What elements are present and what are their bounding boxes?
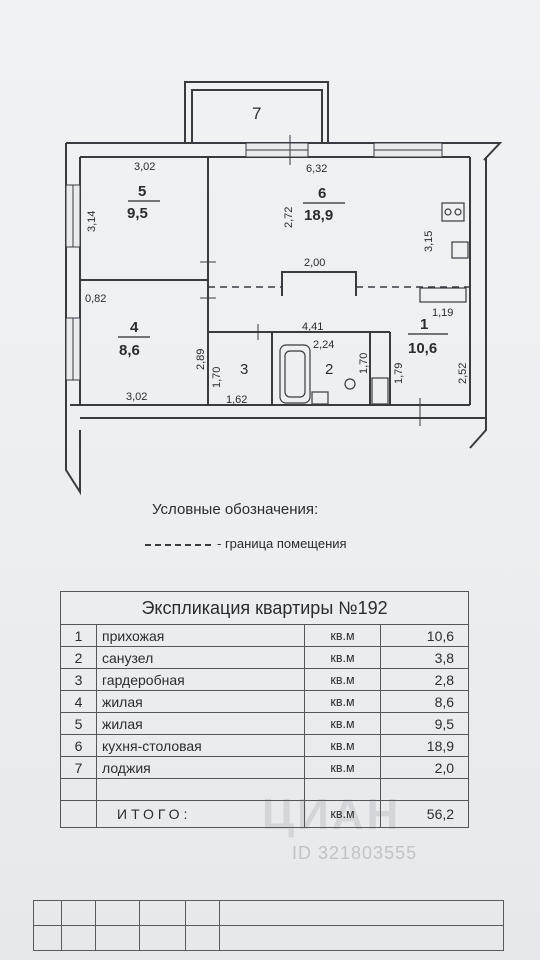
room-6-area: 18,9 [304,207,333,224]
room-5-area: 9,5 [127,205,148,222]
room-7-number: 7 [252,104,261,123]
dimension-label: 2,72 [283,207,295,228]
floor-plan: 7 5 9,5 6 18,9 4 8,6 1 10,6 3 2 3,02 6,3… [65,81,503,496]
bathtub-icon [279,344,311,404]
room-5-number: 5 [138,183,146,200]
dimension-label: 3,02 [134,161,155,173]
table-row: 5 жилая кв.м 9,5 [60,712,470,735]
area-unit: кв.м [304,646,381,669]
room-labels: 7 5 9,5 6 18,9 4 8,6 1 10,6 3 2 [118,104,448,378]
area-unit: кв.м [304,624,381,647]
total-label: ИТОГО: [96,800,305,828]
room-area: 2,8 [379,668,470,691]
table-row: 2 санузел кв.м 3,8 [60,646,470,669]
room-4-number: 4 [130,319,139,336]
dimension-label: 3,02 [126,391,147,403]
table-row: 1 прихожая кв.м 10,6 [60,624,470,647]
cabinet-icon [419,287,467,303]
table-row: 4 жилая кв.м 8,6 [60,690,470,713]
room-4-area: 8,6 [119,342,140,359]
dimension-label: 1,19 [432,307,453,319]
row-number: 3 [60,668,97,691]
dimension-label: 2,89 [195,349,207,370]
explication-table: Экспликация квартиры №192 1 прихожая кв.… [59,591,470,828]
room-name: кухня-столовая [96,734,305,757]
legend-boundary-label: - граница помещения [217,536,347,551]
table-row: 7 лоджия кв.м 2,0 [60,756,470,779]
stove-icon [441,202,465,222]
room-2-number: 2 [325,361,333,378]
row-number: 6 [60,734,97,757]
room-1-number: 1 [420,316,428,333]
legend-title: Условные обозначения: [152,501,319,518]
explication-title: Экспликация квартиры №192 [59,591,470,625]
dimension-ticks [200,135,421,426]
total-row: ИТОГО: кв.м 56,2 [60,800,470,828]
room-name: прихожая [96,624,305,647]
legend-boundary: - граница помещения [145,536,347,551]
dimension-label: 3,15 [423,231,435,252]
room-area: 18,9 [379,734,470,757]
room-name: жилая [96,690,305,713]
area-unit: кв.м [304,668,381,691]
dimension-label: 0,82 [85,293,106,305]
plan-windows [65,142,443,381]
shower-icon [371,377,389,405]
room-name: гардеробная [96,668,305,691]
room-1-area: 10,6 [408,340,437,357]
room-name: санузел [96,646,305,669]
dimension-label: 4,41 [302,321,323,333]
plan-walls [65,81,503,496]
dimension-label: 1,62 [226,394,247,406]
dimension-label: 1,70 [211,367,223,388]
row-number: 5 [60,712,97,735]
area-unit: кв.м [304,756,381,779]
room-area: 9,5 [379,712,470,735]
room-area: 2,0 [379,756,470,779]
plan-fixtures [279,202,469,405]
row-number: 4 [60,690,97,713]
toilet-icon [344,378,356,390]
plan-dimensions: 3,02 6,32 3,14 2,72 3,15 2,00 0,82 1,19 … [85,161,469,406]
washbasin-icon [311,391,329,405]
dimension-label: 1,70 [358,353,370,374]
sink-icon [451,241,469,259]
table-row-empty [60,778,470,801]
dimension-label: 3,14 [86,211,98,232]
title-block [33,900,504,951]
total-unit: кв.м [304,800,381,828]
dimension-label: 2,24 [313,339,334,351]
room-3-number: 3 [240,361,248,378]
room-area: 10,6 [379,624,470,647]
room-name: жилая [96,712,305,735]
row-number: 2 [60,646,97,669]
table-row: 6 кухня-столовая кв.м 18,9 [60,734,470,757]
dashed-line-icon [145,543,211,546]
dimension-label: 2,52 [457,363,469,384]
room-area: 8,6 [379,690,470,713]
room-name: лоджия [96,756,305,779]
table-row: 3 гардеробная кв.м 2,8 [60,668,470,691]
area-unit: кв.м [304,712,381,735]
row-number: 1 [60,624,97,647]
row-number: 7 [60,756,97,779]
dimension-label: 1,79 [393,363,405,384]
room-6-number: 6 [318,185,326,202]
watermark-id: ID 321803555 [292,843,418,863]
dimension-label: 6,32 [306,163,327,175]
area-unit: кв.м [304,734,381,757]
area-unit: кв.м [304,690,381,713]
total-area: 56,2 [379,800,470,828]
room-area: 3,8 [379,646,470,669]
dimension-label: 2,00 [304,257,325,269]
